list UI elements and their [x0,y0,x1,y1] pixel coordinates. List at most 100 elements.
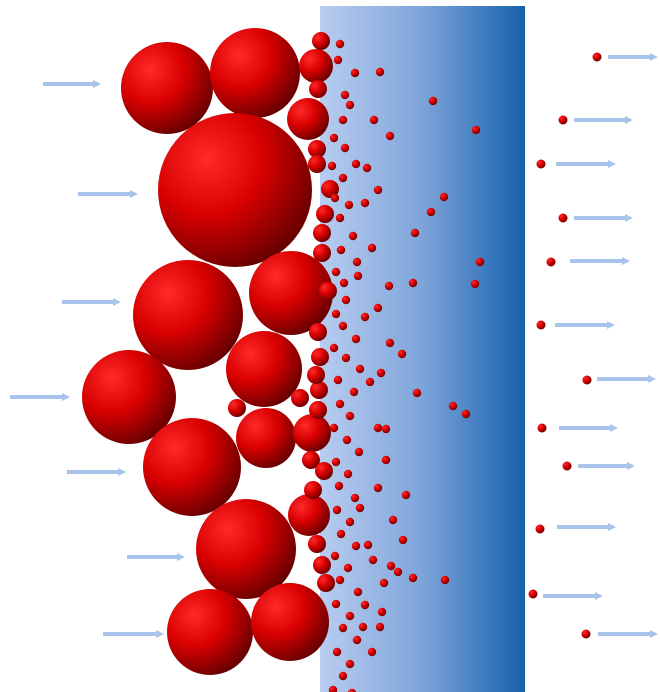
small-particle [331,267,341,277]
large-particle [288,494,330,536]
flow-direction-arrows [10,53,658,638]
small-particle [373,483,383,493]
small-particle [330,551,340,561]
small-particle [333,55,343,65]
small-particle [440,575,450,585]
small-particle [342,435,352,445]
small-particle [358,622,368,632]
large-particle [210,28,300,118]
small-particle [354,447,364,457]
small-particle [329,423,339,433]
small-particle [332,647,342,657]
small-particle [345,517,355,527]
small-particle [369,115,379,125]
small-particle [381,455,391,465]
large-particle [313,244,331,262]
small-particle [367,647,377,657]
small-particle [347,688,357,692]
small-particle [349,387,359,397]
small-particle [384,281,394,291]
small-particle [377,607,387,617]
small-particle [345,411,355,421]
large-particle [143,418,241,516]
small-particle [350,493,360,503]
large-particle [251,583,329,661]
small-particle [401,490,411,500]
small-particle [338,173,348,183]
exiting-particle [536,159,546,169]
small-particle [386,561,396,571]
exiting-particle [558,115,568,125]
large-particle [313,224,331,242]
small-particle [428,96,438,106]
large-particle [309,401,327,419]
small-particle [408,573,418,583]
small-particle [373,423,383,433]
small-particle [338,623,348,633]
small-particle [355,364,365,374]
small-particle [410,228,420,238]
small-particle [363,540,373,550]
small-particle [350,68,360,78]
small-particle [353,271,363,281]
large-particle [293,414,331,452]
exiting-particle [582,375,592,385]
small-particle [376,368,386,378]
small-particle [426,207,436,217]
large-particle [196,499,296,599]
small-particle [331,457,341,467]
small-particle [351,334,361,344]
small-particle [331,309,341,319]
small-particle [336,529,346,539]
exiting-particle [558,213,568,223]
small-particle [341,353,351,363]
small-particle [329,133,339,143]
exiting-particle [581,629,591,639]
small-particle [439,192,449,202]
small-particle [344,200,354,210]
small-particle [338,115,348,125]
small-particle [360,600,370,610]
large-particle [291,389,309,407]
small-particle [461,409,471,419]
large-particle [133,260,243,370]
small-particle [379,578,389,588]
filter-membrane [320,6,525,692]
small-particle [328,685,338,692]
large-particle [308,155,326,173]
large-particle [317,574,335,592]
small-particle [330,193,340,203]
exiting-particle [528,589,538,599]
small-particle [345,100,355,110]
large-particle [308,535,326,553]
small-particle [351,541,361,551]
large-particle [236,408,296,468]
large-particle [302,451,320,469]
large-particle [167,589,253,675]
small-particle [339,278,349,288]
small-particle [341,295,351,305]
large-particle [82,350,176,444]
small-particle [388,515,398,525]
small-particle [351,159,361,169]
small-particle [385,338,395,348]
small-particle [397,349,407,359]
large-particle [249,251,333,335]
small-particle [335,39,345,49]
large-particle [309,323,327,341]
small-particle [329,343,339,353]
small-particle [327,161,337,171]
large-particle [311,348,329,366]
small-particle [393,567,403,577]
small-particle [345,611,355,621]
small-particle [381,424,391,434]
large-particle [312,32,330,50]
small-particle [398,535,408,545]
small-particle [375,67,385,77]
small-particle [352,257,362,267]
exiting-particle [562,461,572,471]
small-particle [353,587,363,597]
small-particle [362,163,372,173]
exiting-particle [592,52,602,62]
